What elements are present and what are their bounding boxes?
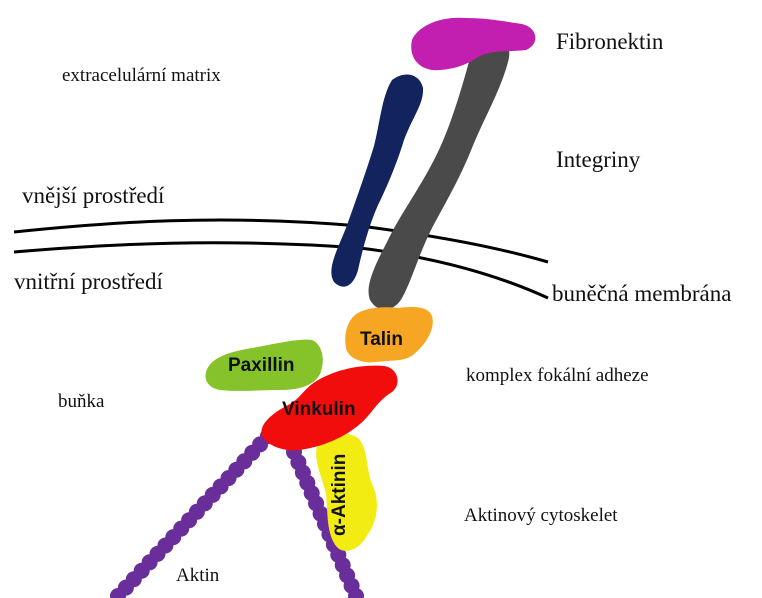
label-cell: buňka: [58, 392, 104, 411]
label-fibronectin: Fibronektin: [556, 30, 663, 53]
label-focal-adhesion-complex: komplex fokální adheze: [466, 366, 649, 385]
label-actin-cytoskeleton: Aktinový cytoskelet: [464, 506, 618, 525]
label-vinculin: Vinkulin: [282, 400, 356, 419]
label-outside-environment: vnější prostředí: [22, 184, 164, 207]
label-extracellular-matrix: extracelulární matrix: [62, 66, 221, 85]
label-paxillin: Paxillin: [228, 356, 295, 375]
label-alpha-actinin: α-Aktinin: [330, 454, 349, 536]
label-cell-membrane: buněčná membrána: [552, 282, 731, 305]
membrane-outer-line: [14, 220, 548, 262]
label-actin: Aktin: [176, 566, 219, 585]
label-talin: Talin: [360, 330, 403, 349]
label-inside-environment: vnitřní prostředí: [14, 270, 163, 293]
label-integrins: Integriny: [556, 148, 640, 171]
